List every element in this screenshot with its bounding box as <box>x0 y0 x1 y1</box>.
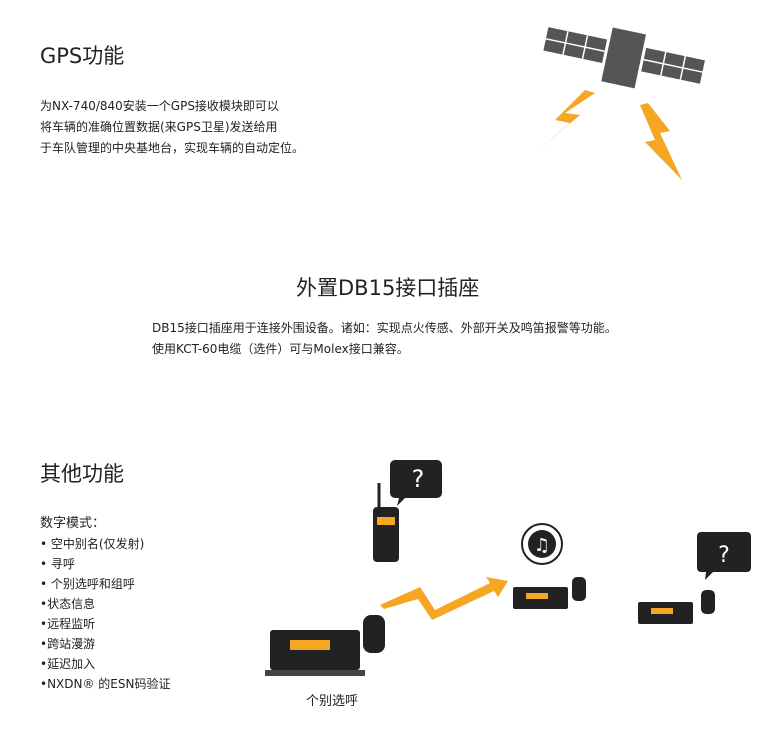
list-item: • 空中别名(仅发射) <box>40 537 145 551</box>
svg-text:?: ? <box>412 465 425 493</box>
mobile-radio-main-icon <box>265 615 385 676</box>
list-item: • 寻呼 <box>40 557 75 571</box>
text-line: 使用KCT-60电缆（选件）可与Molex接口兼容。 <box>152 342 409 356</box>
mobile-radio-3-icon: ? <box>638 532 751 624</box>
satellite-icon <box>535 27 705 180</box>
db15-title: 外置DB15接口插座 <box>296 276 480 300</box>
list-item: •状态信息 <box>40 597 96 611</box>
list-item: •远程监听 <box>40 617 96 631</box>
list-item: •延迟加入 <box>40 657 96 671</box>
svg-text:♫: ♫ <box>534 535 550 556</box>
list-item: •跨站漫游 <box>40 637 96 651</box>
portable-radio-icon: ? <box>373 460 442 562</box>
signal-arrow-icon <box>380 577 508 620</box>
text-line: 于车队管理的中央基地台，实现车辆的自动定位。 <box>40 141 305 155</box>
list-heading: 数字模式： <box>40 516 106 531</box>
db15-description: DB15接口插座用于连接外围设备。诸如：实现点火传感、外部开关及鸣笛报警等功能。… <box>152 318 617 360</box>
svg-text:?: ? <box>718 543 730 568</box>
feature-list: 数字模式： • 空中别名(仅发射) • 寻呼 • 个别选呼和组呼 •状态信息 •… <box>40 514 170 694</box>
list-item: •NXDN® 的ESN码验证 <box>40 677 171 691</box>
text-line: 为NX-740/840安装一个GPS接收模块即可以 <box>40 99 279 113</box>
other-title: 其他功能 <box>40 462 124 486</box>
list-item: • 个别选呼和组呼 <box>40 577 135 591</box>
gps-title: GPS功能 <box>40 44 125 68</box>
gps-description: 为NX-740/840安装一个GPS接收模块即可以 将车辆的准确位置数据(来GP… <box>40 96 304 159</box>
music-bubble-icon: ♫ <box>521 523 563 565</box>
text-line: DB15接口插座用于连接外围设备。诸如：实现点火传感、外部开关及鸣笛报警等功能。 <box>152 321 617 335</box>
mobile-radio-2-icon <box>513 577 586 609</box>
diagram-caption: 个别选呼 <box>306 694 359 709</box>
text-line: 将车辆的准确位置数据(来GPS卫星)发送给用 <box>40 120 278 134</box>
